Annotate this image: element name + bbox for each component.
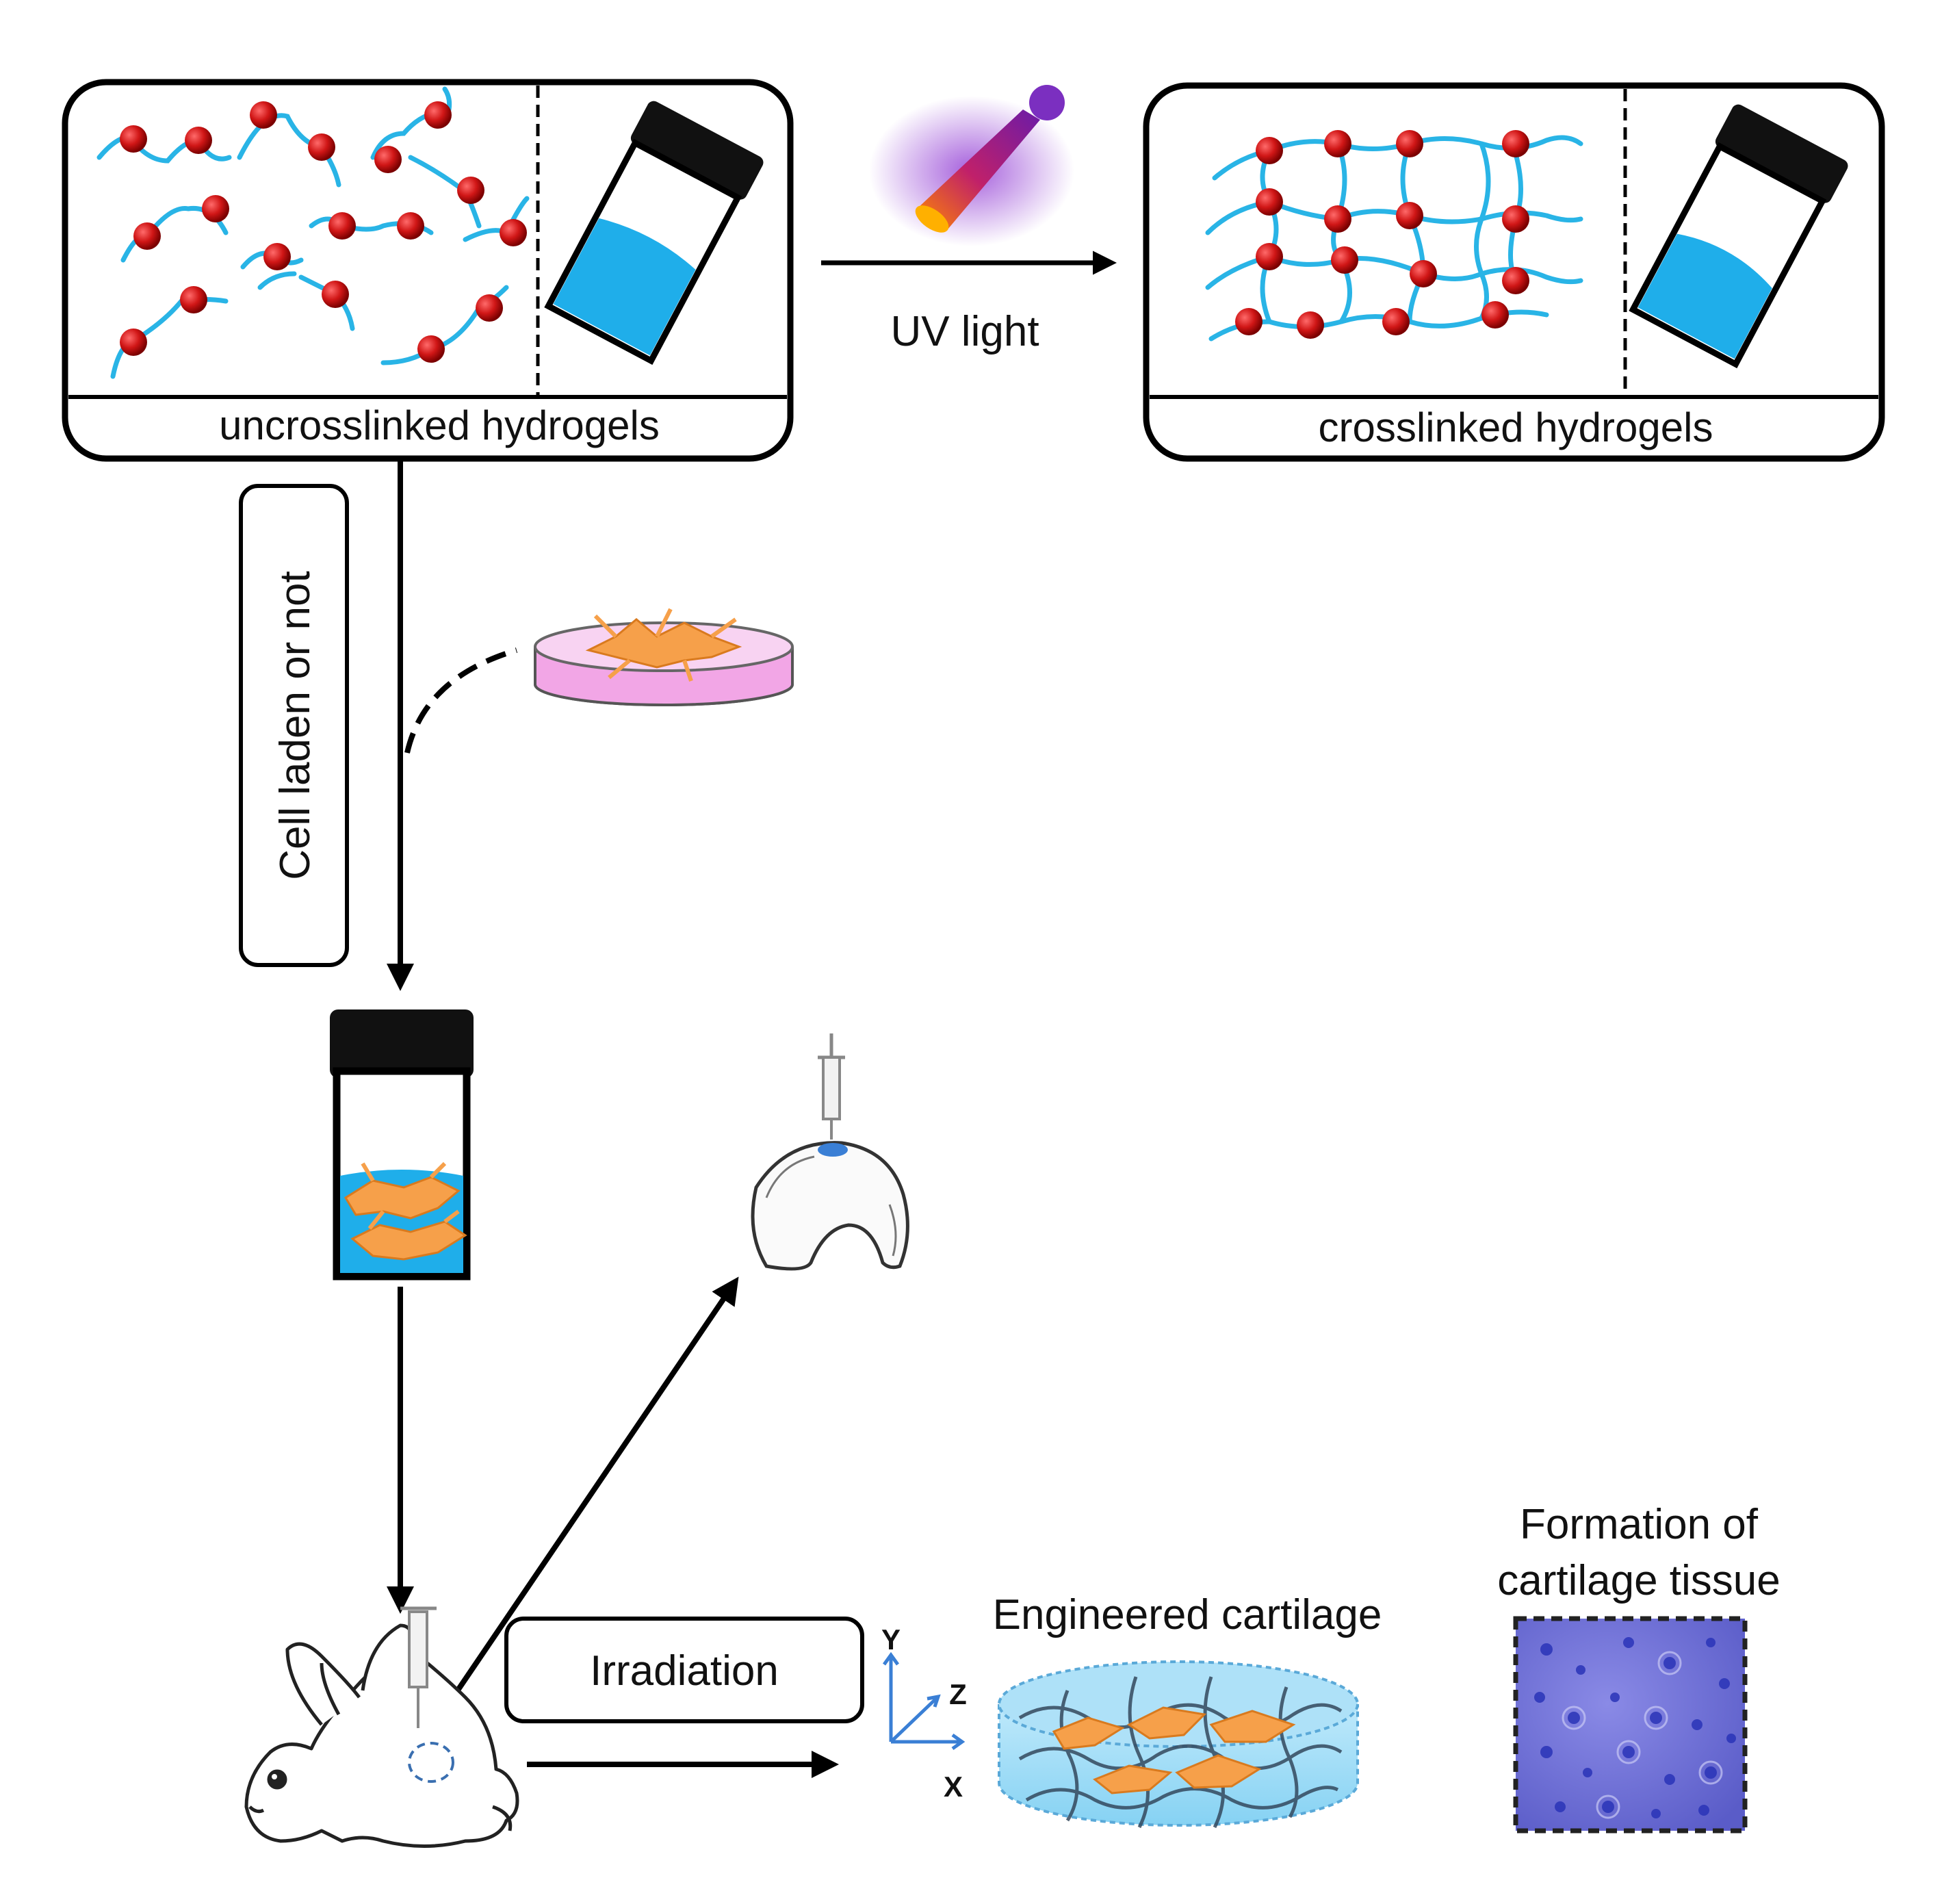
cartilage-tissue-image [1513, 1616, 1748, 1834]
axis-y-label: Y [881, 1623, 901, 1656]
engineered-cartilage-label: Engineered cartilage [993, 1591, 1382, 1638]
formation-label-line2: cartilage tissue [1497, 1557, 1781, 1604]
monomer-spheres-loose [120, 101, 527, 363]
engineered-cartilage [998, 1660, 1359, 1829]
uv-light-label: UV light [890, 308, 1039, 355]
uncrosslinked-panel: uncrosslinked hydrogels [62, 79, 794, 462]
vial-icon [1629, 104, 1848, 369]
crosslinked-panel: crosslinked hydrogels [1143, 82, 1885, 462]
knee-joint-icon [751, 1141, 909, 1271]
irradiation-label-box: Irradiation [504, 1617, 864, 1723]
formation-label-line1: Formation of [1520, 1501, 1759, 1548]
vial-icon [330, 1009, 474, 1281]
petri-dish-icon [534, 608, 794, 706]
monomer-spheres-crosslinked [1235, 130, 1529, 339]
irradiation-label: Irradiation [590, 1647, 779, 1695]
uncrosslinked-label: uncrosslinked hydrogels [219, 402, 660, 448]
uv-lamp-icon [869, 85, 1074, 246]
cell-laden-label: Cell laden or not [272, 571, 319, 880]
to-knee-arrow [427, 1276, 739, 1734]
dashed-connector [404, 647, 518, 754]
rabbit-icon [244, 1623, 519, 1848]
axis-x-label: X [944, 1771, 963, 1803]
crosslinked-label: crosslinked hydrogels [1319, 404, 1713, 450]
syringe-icon [818, 1033, 845, 1140]
cell-laden-label-box: Cell laden or not [239, 484, 349, 967]
axis-z-label: Z [949, 1678, 967, 1710]
syringe-icon [400, 1606, 437, 1728]
vial-icon [544, 101, 764, 365]
cell-cluster [344, 1161, 467, 1261]
xyz-axes-icon [882, 1651, 966, 1751]
